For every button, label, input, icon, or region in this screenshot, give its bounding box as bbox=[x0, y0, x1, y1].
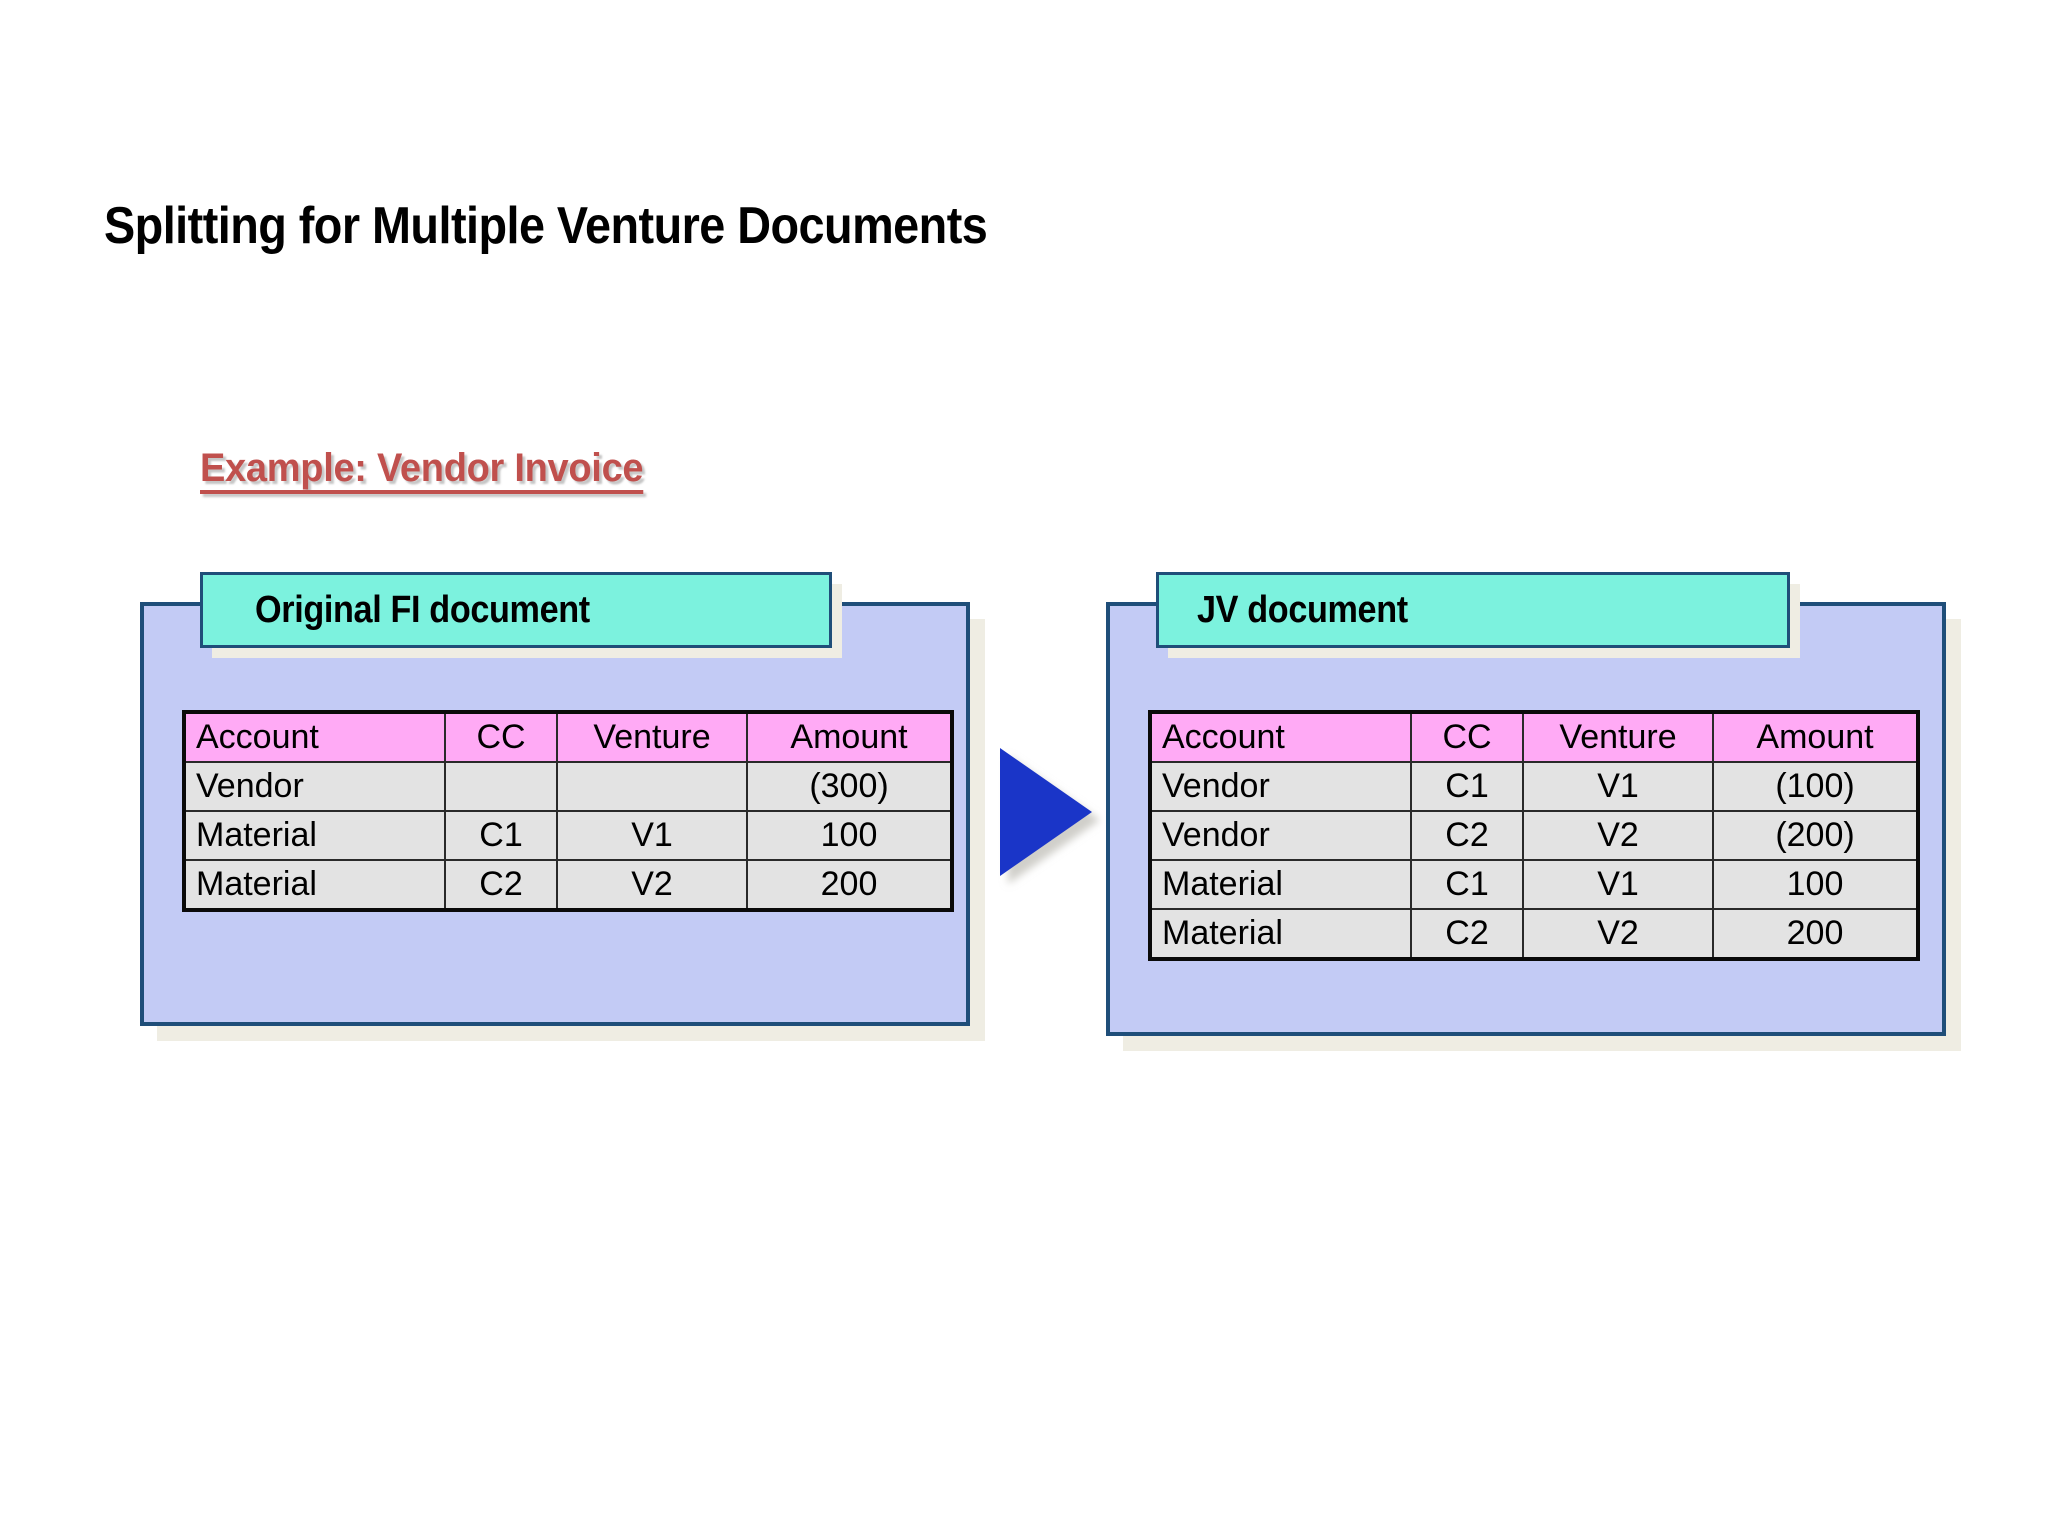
table-row: Material C1 V1 100 bbox=[1149, 859, 1919, 910]
cell-venture: V1 bbox=[1522, 761, 1714, 812]
cell-account: Material bbox=[1149, 859, 1412, 910]
example-heading: Example: Vendor Invoice bbox=[200, 446, 644, 490]
table-row: Vendor C1 V1 (100) bbox=[1149, 761, 1919, 812]
column-header-account: Account bbox=[1149, 711, 1412, 763]
table-header-row: Account CC Venture Amount bbox=[1149, 711, 1919, 763]
original-fi-document-banner-label: Original FI document bbox=[255, 588, 590, 631]
original-fi-document-banner: Original FI document bbox=[200, 572, 832, 648]
table-row: Material C2 V2 200 bbox=[183, 859, 953, 911]
cell-cc bbox=[444, 761, 558, 812]
cell-account: Material bbox=[183, 810, 446, 861]
cell-account: Vendor bbox=[1149, 810, 1412, 861]
column-header-amount: Amount bbox=[1712, 711, 1919, 763]
cell-account: Material bbox=[1149, 908, 1412, 960]
column-header-cc: CC bbox=[1410, 711, 1524, 763]
column-header-account: Account bbox=[183, 711, 446, 763]
column-header-cc: CC bbox=[444, 711, 558, 763]
jv-document-banner: JV document bbox=[1156, 572, 1790, 648]
cell-venture: V2 bbox=[1522, 908, 1714, 960]
column-header-amount: Amount bbox=[746, 711, 953, 763]
table-row: Vendor C2 V2 (200) bbox=[1149, 810, 1919, 861]
jv-document-banner-label: JV document bbox=[1197, 588, 1408, 631]
cell-cc: C2 bbox=[1410, 908, 1524, 960]
column-header-venture: Venture bbox=[1522, 711, 1714, 763]
cell-venture: V2 bbox=[556, 859, 748, 911]
page-title: Splitting for Multiple Venture Documents bbox=[104, 197, 988, 255]
table-row: Vendor (300) bbox=[183, 761, 953, 812]
original-fi-document-table: Account CC Venture Amount Vendor (300) M… bbox=[182, 710, 954, 912]
table-header-row: Account CC Venture Amount bbox=[183, 711, 953, 763]
cell-amount: 200 bbox=[746, 859, 953, 911]
table-row: Material C1 V1 100 bbox=[183, 810, 953, 861]
cell-venture bbox=[556, 761, 748, 812]
cell-venture: V1 bbox=[1522, 859, 1714, 910]
cell-cc: C2 bbox=[444, 859, 558, 911]
cell-cc: C1 bbox=[1410, 859, 1524, 910]
cell-cc: C1 bbox=[1410, 761, 1524, 812]
cell-account: Material bbox=[183, 859, 446, 911]
cell-cc: C2 bbox=[1410, 810, 1524, 861]
jv-document-table: Account CC Venture Amount Vendor C1 V1 (… bbox=[1148, 710, 1920, 961]
right-arrow-icon bbox=[1000, 748, 1092, 876]
cell-venture: V1 bbox=[556, 810, 748, 861]
cell-amount: (300) bbox=[746, 761, 953, 812]
cell-account: Vendor bbox=[183, 761, 446, 812]
cell-account: Vendor bbox=[1149, 761, 1412, 812]
cell-amount: 100 bbox=[1712, 859, 1919, 910]
cell-amount: 200 bbox=[1712, 908, 1919, 960]
cell-venture: V2 bbox=[1522, 810, 1714, 861]
cell-cc: C1 bbox=[444, 810, 558, 861]
cell-amount: (100) bbox=[1712, 761, 1919, 812]
column-header-venture: Venture bbox=[556, 711, 748, 763]
table-row: Material C2 V2 200 bbox=[1149, 908, 1919, 960]
cell-amount: (200) bbox=[1712, 810, 1919, 861]
cell-amount: 100 bbox=[746, 810, 953, 861]
